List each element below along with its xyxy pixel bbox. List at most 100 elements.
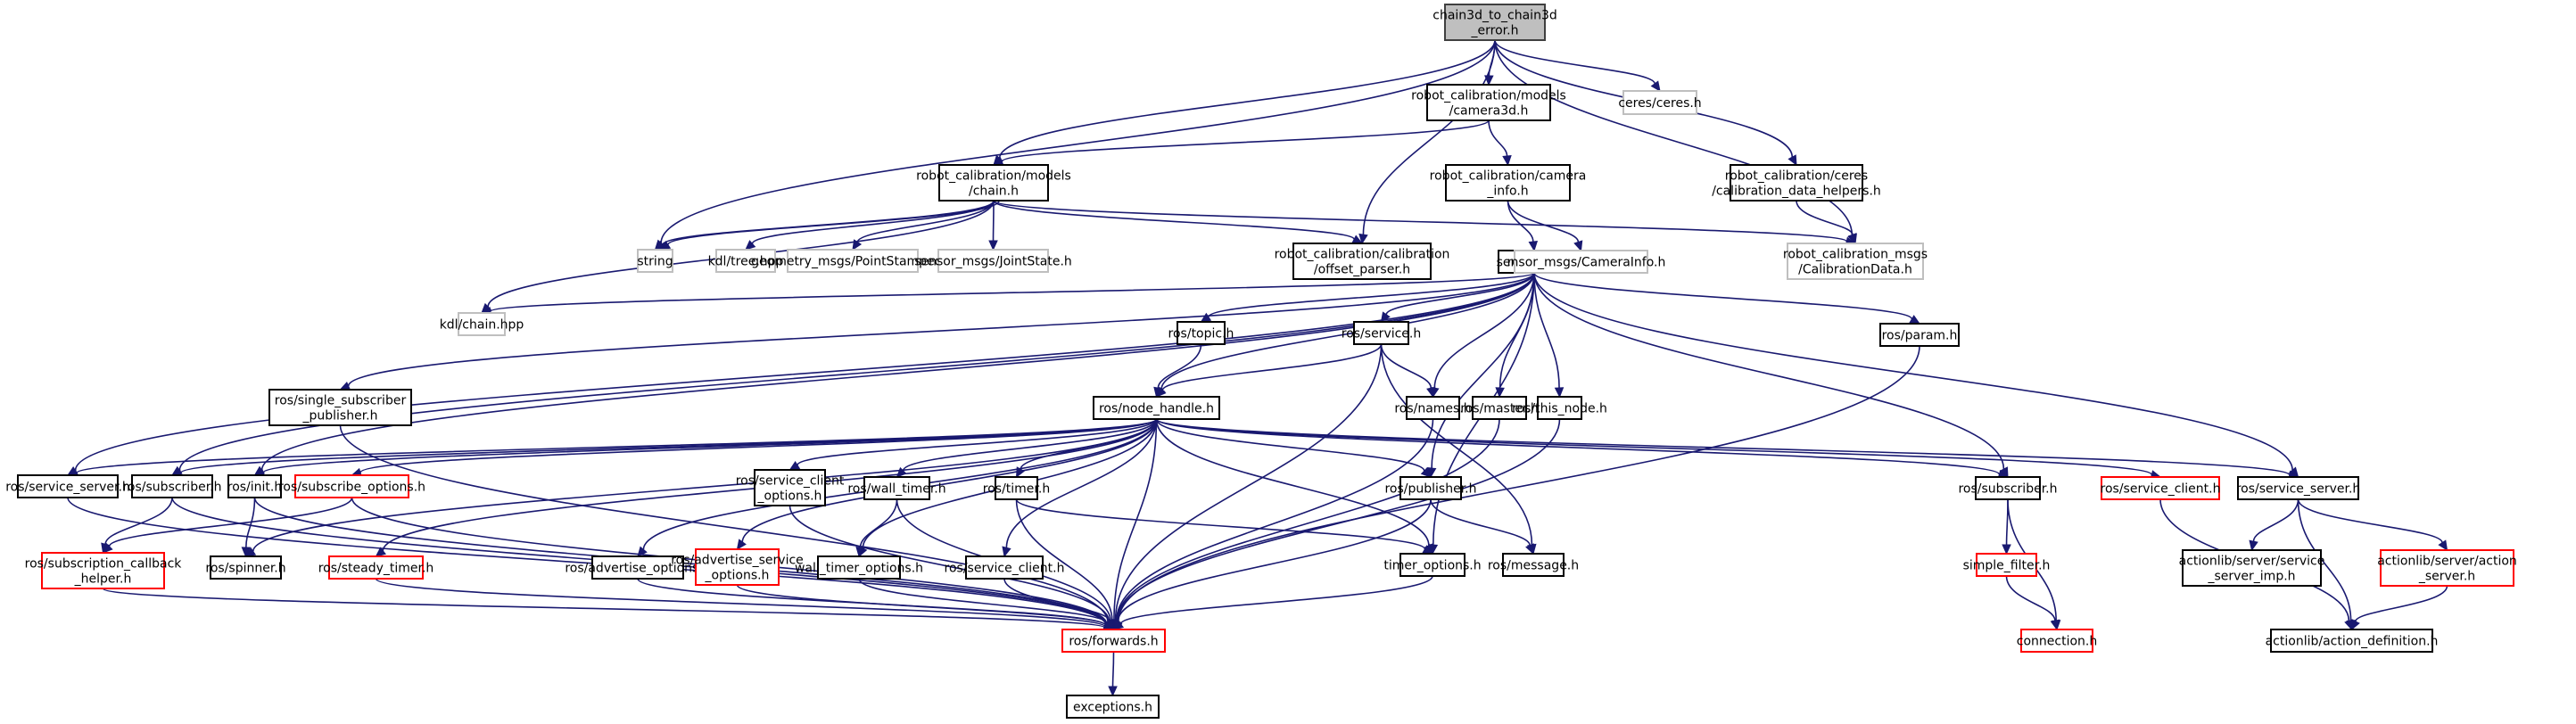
node-label: simple_filter.h (1963, 559, 2051, 573)
edge-publisher-to-message (1430, 498, 1534, 555)
arrowhead-icon (1554, 387, 1565, 399)
node-label: ros/wall_timer.h (847, 482, 945, 497)
node-label: kdl/tree.hpp (708, 255, 784, 269)
node-box (995, 476, 1038, 500)
node-camera-info[interactable]: robot_calibration/camera_info.h (1430, 164, 1587, 202)
node-subscribe-options[interactable]: ros/subscribe_options.h (278, 474, 425, 498)
node-service-client[interactable]: ros/service_client.h (945, 555, 1065, 580)
node-label: ros/service_client.h (945, 562, 1065, 576)
node-adv-srv-options[interactable]: ros/advertise_service_options.h (671, 548, 804, 586)
node-camera3d[interactable]: robot_calibration/models/camera3d.h (1411, 84, 1566, 121)
edge-chain-to-offset-parser (993, 200, 1364, 244)
node-label: ceres/ceres.h (1618, 96, 1701, 111)
edge-init-to-spinner (241, 497, 256, 558)
node-cdh[interactable]: robot_calibration/ceres/calibration_data… (1712, 164, 1881, 202)
edge-line (1507, 200, 1534, 243)
node-label: ros/master.h (1460, 402, 1538, 416)
arrowhead-icon (745, 240, 756, 251)
node-layer: chain3d_to_chain3d_error.h robot_calibrat… (5, 4, 2517, 719)
node-ss-imp[interactable]: actionlib/server/service_server_imp.h (2179, 549, 2325, 587)
edge-rosh-to-topic (1200, 272, 1535, 323)
node-service-server2[interactable]: ros/service_server.h (2236, 476, 2361, 500)
node-publisher[interactable]: ros/publisher.h (1384, 476, 1477, 500)
node-exceptions[interactable]: exceptions.h (1066, 695, 1160, 719)
edge-line (1488, 119, 1508, 157)
edge-timer-options-to-forwards (1112, 575, 1433, 630)
node-box (2020, 629, 2093, 653)
node-offset-parser[interactable]: robot_calibration/calibration/offset_par… (1275, 243, 1450, 280)
node-action-server[interactable]: actionlib/server/action_server.h (2377, 549, 2517, 587)
node-label: kdl/chain.hpp (440, 318, 524, 333)
node-subscriber2[interactable]: ros/subscriber.h (1958, 476, 2058, 500)
node-connection[interactable]: connection.h (2017, 629, 2097, 653)
edge-line (788, 505, 1110, 622)
node-service-server1[interactable]: ros/service_server.h (5, 474, 130, 498)
node-label: ros/advertise_service (671, 554, 804, 568)
edge-root-to-string (654, 39, 1496, 251)
node-param[interactable]: ros/param.h (1879, 323, 1960, 347)
node-timer-options[interactable]: timer_options.h (1383, 553, 1482, 577)
node-box (210, 555, 282, 580)
edge-line (359, 418, 1158, 473)
node-node-handle[interactable]: ros/node_handle.h (1093, 396, 1220, 420)
node-label: ros/service_client.h (2101, 482, 2221, 497)
arrowhead-icon (1847, 233, 1857, 245)
edge-action-server-to-action-def (2350, 585, 2448, 631)
node-camerainfo: sensor_msgs/CameraInfo.h (1497, 250, 1665, 274)
node-label: ros/topic.h (1168, 327, 1234, 341)
node-simple-filter[interactable]: simple_filter.h (1963, 553, 2051, 577)
node-master[interactable]: ros/master.h (1460, 396, 1539, 420)
edge-publisher-to-forwards (1112, 498, 1432, 631)
node-service[interactable]: ros/service.h (1342, 321, 1422, 345)
node-advertise-options[interactable]: ros/advertise_options.h (565, 555, 711, 580)
node-ceres: ceres/ceres.h (1618, 90, 1702, 115)
edge-root-to-ceres (1494, 39, 1661, 92)
node-forwards[interactable]: ros/forwards.h (1061, 629, 1166, 653)
node-names[interactable]: ros/names.h (1394, 396, 1472, 420)
node-box (817, 555, 901, 580)
node-label: chain3d_to_chain3d (1432, 9, 1556, 23)
node-wall-timer[interactable]: ros/wall_timer.h (847, 476, 946, 500)
node-chain[interactable]: robot_calibration/models/chain.h (916, 164, 1071, 202)
edge-line (245, 497, 256, 548)
edge-layer (66, 39, 2448, 697)
edge-line (2297, 498, 2352, 621)
arrowhead-icon (1788, 154, 1797, 167)
node-ssp[interactable]: ros/single_subscriber_publisher.h (268, 389, 412, 426)
node-message[interactable]: ros/message.h (1488, 553, 1579, 577)
node-wall-timer-options[interactable]: wall_timer_options.h (795, 555, 923, 580)
edge-line (339, 424, 1109, 623)
node-topic[interactable]: ros/topic.h (1168, 321, 1234, 345)
node-this-node[interactable]: ros/this_node.h (1512, 396, 1607, 420)
node-service-client-r[interactable]: ros/service_client.h (2101, 476, 2221, 500)
node-spinner[interactable]: ros/spinner.h (205, 555, 286, 580)
node-box (1399, 553, 1466, 577)
node-box (1066, 695, 1160, 719)
edge-wall-timer-to-wall-timer-options (855, 498, 898, 558)
node-label: wall_timer_options.h (795, 562, 923, 576)
edge-line (667, 200, 1000, 246)
node-steady-timer[interactable]: ros/steady_timer.h (318, 555, 434, 580)
edge-line (660, 39, 1496, 243)
edge-line (1533, 272, 1913, 320)
edge-line (178, 272, 1535, 471)
node-label: ros/service_client (736, 474, 845, 489)
node-init[interactable]: ros/init.h (227, 474, 283, 498)
edge-service-server2-to-ss-imp (2249, 498, 2299, 552)
node-string: string (637, 249, 673, 273)
node-root[interactable]: chain3d_to_chain3d_error.h (1432, 4, 1557, 41)
node-sub-cb-helper[interactable]: ros/subscription_callback_helper.h (25, 552, 183, 589)
arrowhead-icon (2050, 619, 2060, 631)
node-label: timer_options.h (1383, 559, 1481, 573)
node-timer[interactable]: ros/timer.h (983, 476, 1050, 500)
node-box (754, 469, 826, 506)
node-subscriber1[interactable]: ros/subscriber.h (122, 474, 222, 498)
arrowhead-icon (241, 547, 252, 558)
node-label: connection.h (2017, 635, 2097, 649)
edge-line (1001, 119, 1490, 162)
node-box (715, 249, 776, 273)
node-action-def[interactable]: actionlib/action_definition.h (2266, 629, 2439, 653)
edge-line (108, 497, 353, 547)
node-sc-options[interactable]: ros/service_client_options.h (736, 469, 845, 506)
arrowhead-icon (1528, 240, 1539, 252)
